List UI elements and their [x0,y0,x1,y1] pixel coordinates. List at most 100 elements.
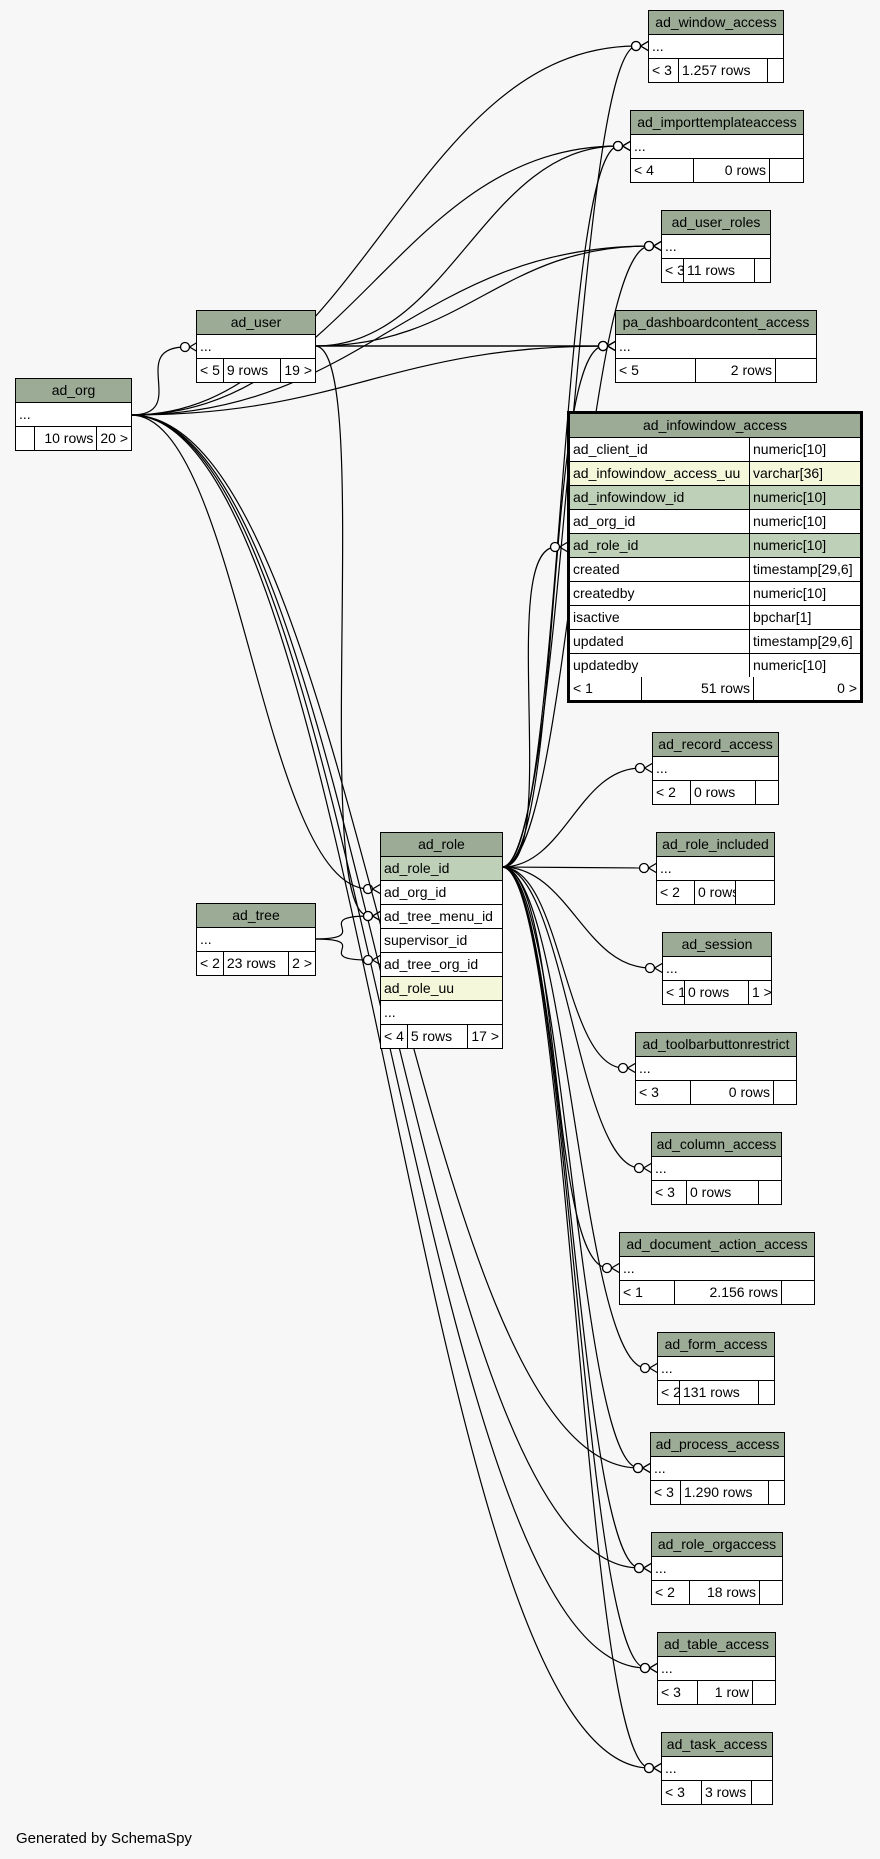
relationship-edge [501,866,609,1269]
optional-many-marker [633,1562,645,1574]
crows-foot-marker [372,954,382,966]
relationship-edge [130,245,651,416]
children-count [755,259,770,282]
column-type: numeric[10] [749,582,860,605]
table-title: ad_role [381,833,502,857]
relationship-edge [130,346,187,416]
table-ad_user[interactable]: ad_user ... < 5 9 rows 19 > [196,310,316,383]
column-ellipsis: ... [654,1460,666,1476]
column-name: updatedby [573,657,639,673]
row-count: 1 row [698,1681,753,1704]
relationship-edge [314,345,370,917]
parents-count: < 5 [616,359,696,382]
relationship-edge [130,414,651,1769]
crows-foot-marker [649,1362,659,1374]
children-count [769,1481,784,1504]
table-title: ad_user_roles [662,211,770,235]
crows-foot-marker [559,541,569,553]
row-count: 1.290 rows [681,1481,769,1504]
table-title: ad_column_access [652,1133,781,1157]
crows-foot-marker [372,883,382,895]
row-count: 11 rows [684,259,755,282]
table-title: pa_dashboardcontent_access [616,311,816,335]
row-count: 23 rows [224,952,290,975]
column-ellipsis: ... [660,860,672,876]
children-count [756,781,778,804]
row-count: 1.257 rows [679,59,768,82]
column-type: numeric[10] [749,534,860,557]
column-ad_org_id: ad_org_id [384,884,447,900]
relationship-edge [501,866,641,1569]
crows-foot-marker [607,340,617,352]
table-ad_org[interactable]: ad_org ... 10 rows 20 > [15,378,132,451]
row-count: 0 rows [691,781,756,804]
children-count: 2 > [292,955,312,971]
optional-many-marker [630,40,642,52]
column-supervisor_id: supervisor_id [384,932,468,948]
column-ellipsis: ... [656,760,668,776]
optional-many-marker [639,1662,651,1674]
crows-foot-marker [611,1262,621,1274]
optional-many-marker [362,910,374,922]
relationship-edge [314,245,651,347]
column-name: createdby [573,585,635,601]
children-count: 1 > [752,984,771,1000]
optional-many-marker [597,340,609,352]
parents-count: < 1 [570,677,642,700]
table-title: ad_role_orgaccess [652,1533,782,1557]
column-ad_role_id: ad_role_id [384,860,450,876]
column-ellipsis: ... [200,931,212,947]
crows-foot-marker [644,762,654,774]
relationship-edge [130,145,620,416]
children-count [768,59,783,82]
children-count [776,359,816,382]
table-title: ad_table_access [658,1633,775,1657]
column-type: numeric[10] [749,438,860,461]
relationship-edge [130,345,605,416]
column-type: varchar[36] [749,462,860,485]
column-name: ad_infowindow_access_uu [573,465,741,481]
column-ellipsis: ... [19,406,31,422]
table-title: ad_org [16,379,131,403]
children-count: 17 > [471,1028,499,1044]
table-ad_role[interactable]: ad_role ad_role_id ad_org_id ad_tree_men… [380,832,503,1049]
crows-foot-marker [640,40,650,52]
crows-foot-marker [653,240,663,252]
column-type: timestamp[29,6] [749,630,860,653]
column-ellipsis: ... [665,1760,677,1776]
parents-count: < 2 [197,952,224,975]
row-count: 0 rows [685,981,749,1004]
column-name: ad_org_id [573,513,636,529]
column-ellipsis: ... [652,38,664,54]
column-ellipsis: ... [619,338,631,354]
relationship-edge [501,866,646,869]
column-ellipsis: ... [666,960,678,976]
parents-count: < 3 [651,1481,681,1504]
table-title: ad_infowindow_access [570,414,860,438]
crows-foot-marker [643,1162,653,1174]
table-title: ad_process_access [651,1433,784,1457]
table-title: ad_document_action_access [620,1233,814,1257]
table-ad_tree[interactable]: ad_tree ... < 2 23 rows 2 > [196,903,316,976]
column-ellipsis: ... [655,1560,667,1576]
column-type: numeric[10] [749,510,860,533]
